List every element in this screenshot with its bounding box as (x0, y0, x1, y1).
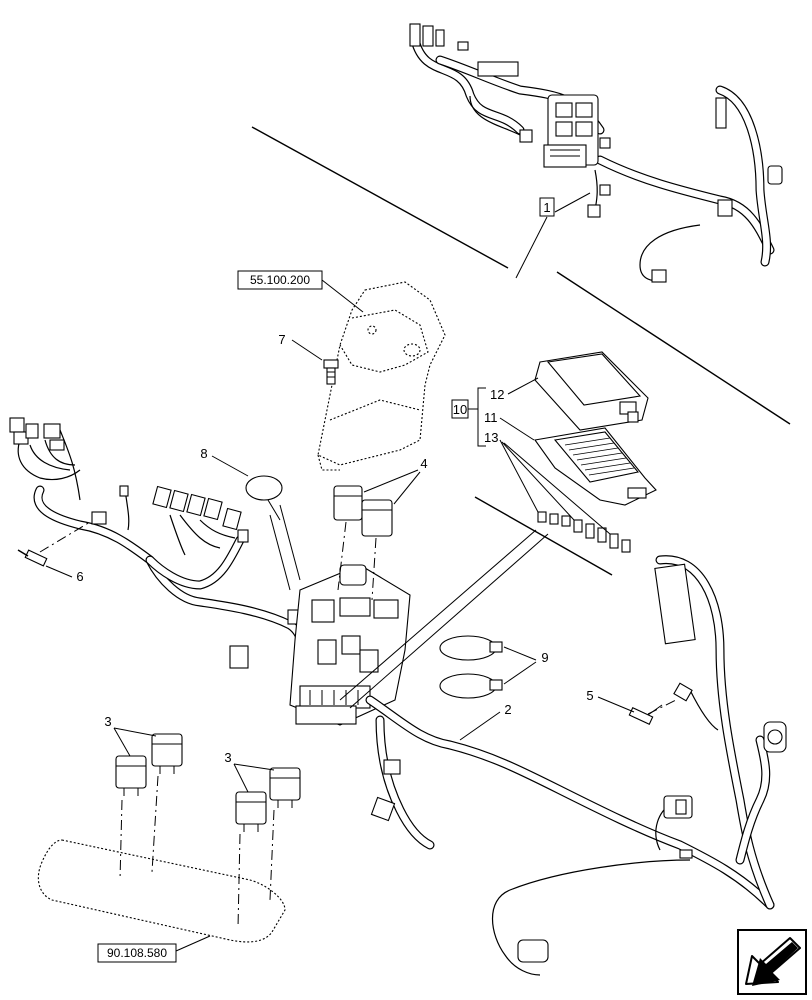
svg-text:5: 5 (586, 688, 593, 703)
cab-frame-outline (317, 281, 446, 471)
callout-3-right: 3 (224, 750, 275, 929)
relay-base-outline (37, 839, 286, 943)
relay-4a (333, 485, 363, 521)
callout-13: 13 (484, 430, 611, 535)
relay-3d (235, 791, 267, 832)
callout-7: 7 (278, 332, 323, 361)
cable-tie-9b (439, 673, 503, 699)
link-fusebox-relay-a (339, 529, 537, 701)
svg-text:2: 2 (504, 702, 511, 717)
callout-12: 12 (490, 377, 539, 402)
callout-9: 9 (503, 646, 549, 685)
svg-text:11: 11 (484, 410, 498, 425)
callout-6: 6 (39, 521, 91, 584)
link-fusebox-relay-b (349, 533, 549, 709)
bolt-part (323, 359, 339, 385)
svg-text:12: 12 (490, 387, 504, 402)
svg-text:7: 7 (278, 332, 285, 347)
svg-text:8: 8 (200, 446, 207, 461)
callout-2: 2 (459, 702, 512, 741)
divider-top (251, 126, 509, 269)
sensor-part-6 (17, 549, 48, 567)
callout-4: 4 (337, 456, 428, 601)
callout-10-group: 10 (451, 387, 486, 447)
callout-8: 8 (200, 446, 301, 591)
svg-text:13: 13 (484, 430, 498, 445)
svg-text:90.108.580: 90.108.580 (107, 946, 167, 960)
sensor-part-5 (628, 704, 663, 726)
relay-3b (115, 755, 147, 796)
fuse-box-cover (534, 351, 649, 431)
central-relay-center (289, 564, 411, 726)
divider-mid (474, 496, 613, 576)
callout-5: 5 (586, 688, 677, 715)
main-harness (365, 555, 787, 976)
callout-3-left: 3 (104, 714, 159, 881)
fuse-terminals (537, 511, 631, 553)
relay-4b (361, 499, 393, 537)
svg-text:10: 10 (453, 402, 467, 417)
svg-text:55.100.200: 55.100.200 (250, 273, 310, 287)
left-harness (9, 417, 310, 669)
fuse-box-base (534, 427, 657, 506)
svg-text:6: 6 (76, 569, 83, 584)
svg-text:9: 9 (541, 650, 548, 665)
arrow-left-down-icon[interactable] (737, 929, 807, 995)
svg-text:3: 3 (104, 714, 111, 729)
top-harness-assembly (409, 23, 783, 283)
callout-1: 1 (515, 192, 591, 279)
ref-box-relay-base[interactable]: 90.108.580 (97, 935, 211, 963)
relay-3c (269, 767, 301, 808)
svg-text:4: 4 (420, 456, 427, 471)
svg-text:3: 3 (224, 750, 231, 765)
relay-3a (151, 733, 183, 774)
svg-text:1: 1 (543, 200, 550, 215)
divider-top-right (556, 271, 791, 425)
callout-11: 11 (484, 410, 535, 441)
cable-tie-9a (439, 635, 503, 661)
ref-box-cab-frame[interactable]: 55.100.200 (237, 270, 364, 313)
